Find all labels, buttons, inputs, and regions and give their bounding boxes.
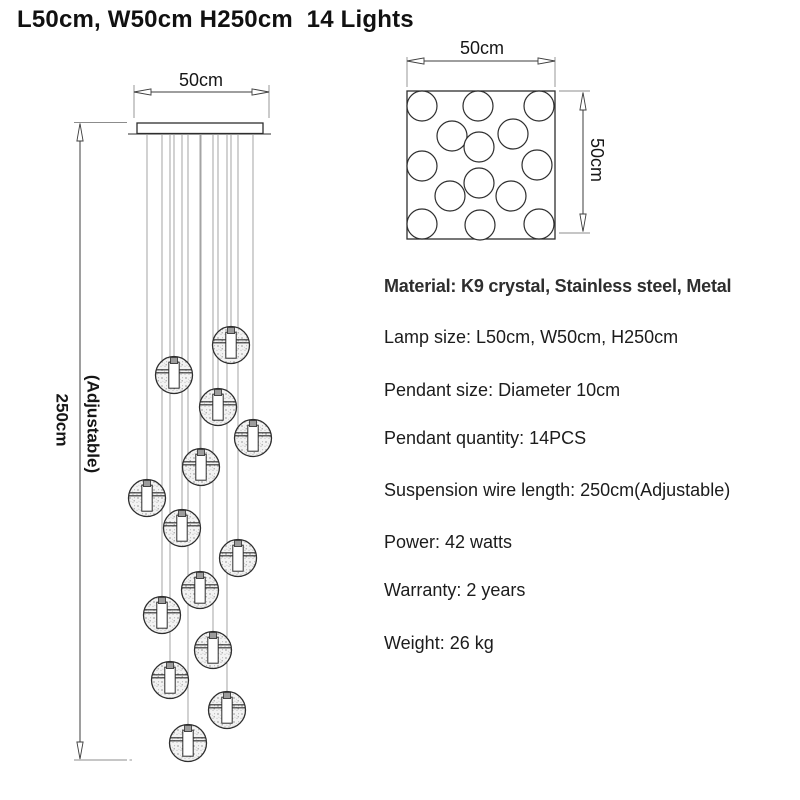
- pendant-ball: [233, 418, 273, 458]
- lamp-tube: [156, 601, 168, 629]
- top-width-label: 50cm: [460, 38, 504, 58]
- lamp-tube: [207, 636, 219, 664]
- lamp-socket: [209, 632, 217, 640]
- side-height-note: (Adjustable): [84, 375, 103, 473]
- top-view: 50cm 50cm: [406, 38, 607, 241]
- arrowhead-up: [76, 123, 84, 142]
- lamp-tube: [247, 424, 259, 452]
- side-width-label: 50cm: [179, 70, 223, 90]
- pendant-circle-top: [521, 149, 553, 181]
- pendant-ball: [193, 630, 233, 670]
- side-view: 50cm 250cm (Adjustable): [53, 70, 273, 763]
- pendant-ball: [218, 538, 258, 578]
- pendant-circle-top: [495, 180, 527, 212]
- pendant-circles-top: [406, 90, 555, 241]
- top-depth-label: 50cm: [587, 138, 607, 182]
- pendant-circle-top: [523, 208, 555, 240]
- lamp-tube: [232, 544, 244, 572]
- lamp-tube: [176, 514, 188, 542]
- pendant-ball: [207, 690, 247, 730]
- pendant-circle-top: [406, 150, 438, 182]
- lamp-socket: [166, 662, 174, 670]
- pendant-circle-top: [406, 208, 438, 240]
- pendant-circle-top: [436, 120, 468, 152]
- pendant-ball: [180, 570, 220, 610]
- lamp-tube: [141, 484, 153, 512]
- pendant-circle-top: [434, 180, 466, 212]
- pendant-ball: [150, 660, 190, 700]
- lamp-socket: [170, 356, 178, 364]
- lamp-socket: [158, 597, 166, 605]
- pendant-ball: [198, 387, 238, 427]
- arrowhead-left: [406, 57, 425, 65]
- pendant-circle-top: [523, 90, 555, 122]
- lamp-socket: [227, 326, 235, 334]
- pendant-ball: [162, 508, 202, 548]
- arrowhead-up: [579, 92, 587, 111]
- pendant-circle-top: [463, 167, 495, 199]
- lamp-tube: [194, 576, 206, 604]
- pendant-circle-top: [497, 118, 529, 150]
- pendant-balls: [127, 325, 273, 763]
- page-title: L50cm, W50cm H250cm 14 Lights: [17, 6, 414, 33]
- pendant-circle-top: [406, 90, 438, 122]
- lamp-tube: [212, 393, 224, 421]
- lamp-tube: [164, 666, 176, 694]
- pendant-ball: [181, 447, 221, 487]
- arrowhead-left: [133, 88, 152, 96]
- lamp-socket: [143, 479, 151, 487]
- pendant-circle-top: [462, 90, 494, 122]
- lamp-tube: [195, 453, 207, 481]
- lamp-socket: [223, 692, 231, 700]
- lamp-tube: [168, 361, 180, 389]
- arrowhead-right: [251, 88, 270, 96]
- pendant-ball: [127, 478, 167, 518]
- lamp-tube: [182, 729, 194, 757]
- ceiling-plate: [136, 122, 264, 135]
- arrowhead-down: [76, 741, 84, 760]
- lamp-socket: [214, 388, 222, 396]
- lamp-tube: [225, 331, 237, 359]
- arrowhead-down: [579, 213, 587, 232]
- pendant-ball: [142, 595, 182, 635]
- lamp-socket: [249, 419, 257, 427]
- lamp-tube: [221, 696, 233, 724]
- pendant-ball: [154, 355, 194, 395]
- lamp-socket: [234, 540, 242, 548]
- pendant-circle-top: [463, 131, 495, 163]
- lamp-socket: [178, 509, 186, 517]
- side-height-label: 250cm: [53, 394, 72, 447]
- pendant-ball: [211, 325, 251, 365]
- lamp-socket: [197, 448, 205, 456]
- pendant-ball: [168, 723, 208, 763]
- arrowhead-right: [537, 57, 556, 65]
- lamp-socket: [184, 725, 192, 733]
- pendant-circle-top: [464, 209, 496, 241]
- lamp-socket: [196, 572, 204, 580]
